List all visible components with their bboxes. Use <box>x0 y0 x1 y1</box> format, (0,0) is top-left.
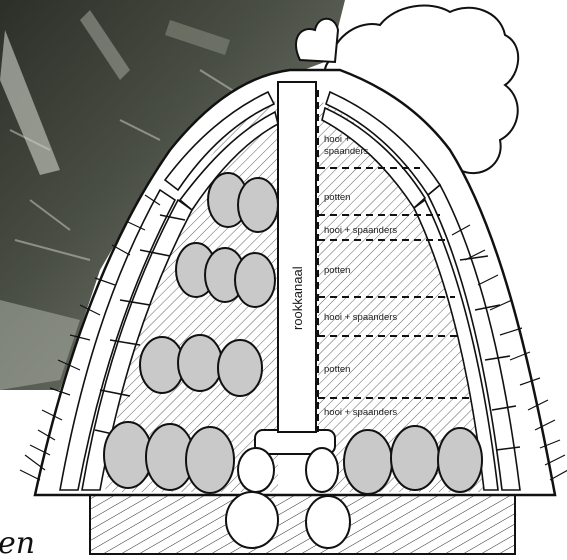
layer-label: potten <box>324 364 350 375</box>
pot <box>344 430 392 494</box>
layer-label: spaanders <box>324 146 369 157</box>
pot <box>238 178 278 232</box>
layer-label: hooi + <box>324 134 351 145</box>
chimney <box>278 82 316 432</box>
corner-text-fragment: en <box>0 526 35 560</box>
layer-label: potten <box>324 265 350 276</box>
layer-label: hooi + spaanders <box>324 407 397 418</box>
layer-label: potten <box>324 192 350 203</box>
pot <box>104 422 152 488</box>
chimney-label: rookkanaal <box>290 266 305 330</box>
layer-label: hooi + spaanders <box>324 312 397 323</box>
pots-right <box>344 426 482 494</box>
pot <box>235 253 275 307</box>
pot <box>186 427 234 493</box>
pot <box>218 340 262 396</box>
pot <box>178 335 222 391</box>
pot <box>438 428 482 492</box>
pot <box>391 426 439 490</box>
kiln-base <box>90 492 515 554</box>
layer-label: hooi + spaanders <box>324 225 397 236</box>
